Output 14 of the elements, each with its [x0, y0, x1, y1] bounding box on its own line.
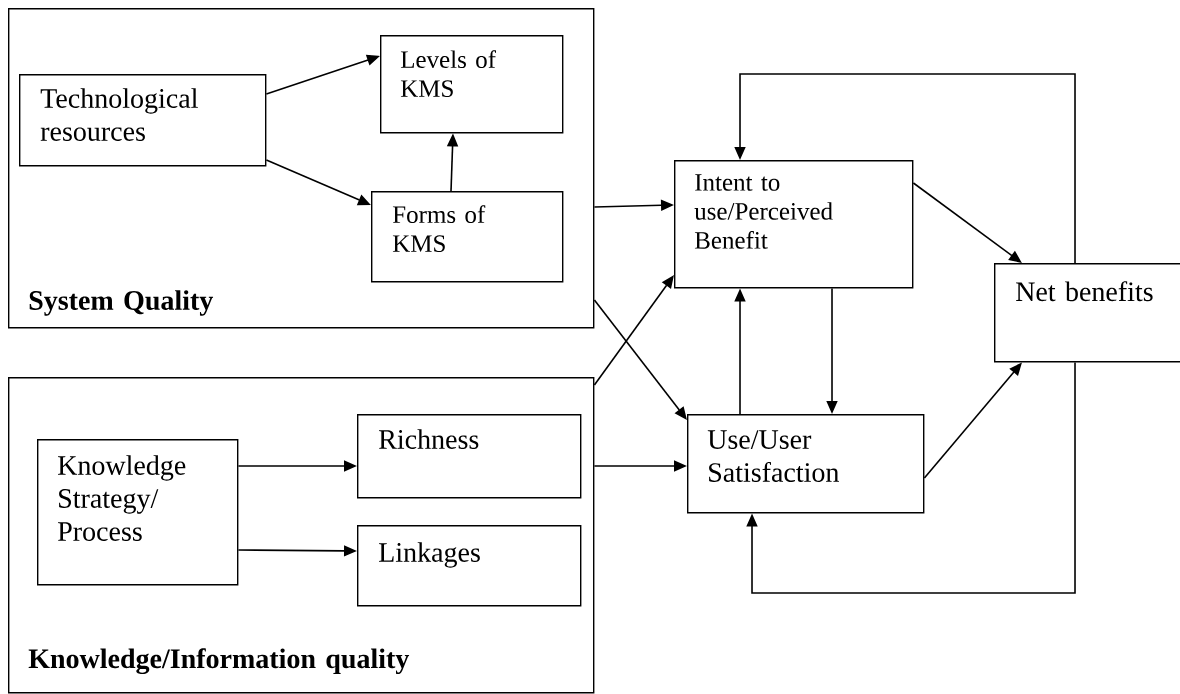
process-box: Forms of KMS: [371, 191, 564, 283]
process-box: Richness: [357, 414, 582, 499]
process-box: Technological resources: [19, 74, 267, 167]
arrow: [734, 73, 1076, 264]
process-box: Use/User Satisfaction: [687, 414, 925, 514]
arrow: [912, 182, 1022, 263]
arrow: [746, 361, 1076, 594]
process-box: Levels of KMS: [380, 35, 564, 134]
process-box: Knowledge Strategy/ Process: [37, 439, 239, 586]
process-box: Net benefits: [994, 263, 1180, 363]
process-box: Linkages: [357, 525, 582, 607]
arrow: [593, 275, 674, 386]
arrow: [593, 299, 687, 420]
process-box: Intent to use/Perceived Benefit: [674, 160, 914, 289]
